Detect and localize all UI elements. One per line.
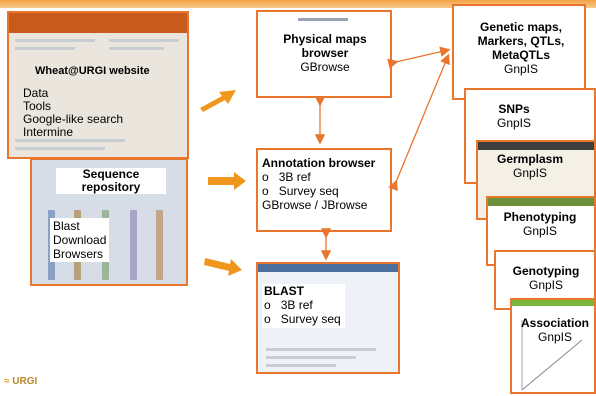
genetic-title-3: MetaQTLs (491, 48, 550, 62)
arrow-physical-genetic (387, 46, 451, 69)
annotation-footer: GBrowse / JBrowse (262, 198, 368, 212)
germplasm-title: Germplasm (496, 152, 564, 166)
wheat-item-intermine: Intermine (23, 125, 74, 139)
physical-maps-title-2: browser (301, 46, 349, 60)
arrow-to-blast (204, 258, 242, 276)
genotyping-title: Genotyping (512, 264, 580, 278)
header-bar (0, 0, 596, 8)
annotation-item-survey: Survey seq (278, 184, 339, 198)
annotation-title: Annotation browser (262, 156, 376, 170)
blast-item-survey: Survey seq (280, 312, 341, 326)
wheat-item-data: Data (23, 86, 49, 100)
blast-box: BLAST o 3B ref o Survey seq (256, 262, 400, 374)
wheat-item-tools: Tools (23, 99, 52, 113)
germplasm-subtitle: GnpIS (512, 166, 548, 180)
blast-screenshot (258, 264, 398, 372)
association-title: Association (520, 316, 589, 330)
wheat-item-search: Google-like search (23, 112, 124, 126)
physical-maps-screenshot (258, 12, 390, 96)
seq-item-download: Download (53, 233, 107, 247)
genetic-subtitle: GnpIS (503, 62, 539, 76)
logo-text: URGI (12, 376, 38, 387)
physical-maps-subtitle: GBrowse (300, 60, 350, 74)
association-box: Association GnpIS (510, 298, 596, 394)
wheat-urgi-title: Wheat@URGI website (35, 65, 150, 77)
genetic-title-2: Markers, QTLs, (477, 34, 565, 48)
urgi-logo: ≈ URGI (4, 376, 37, 392)
annotation-item-3b: 3B ref (278, 170, 311, 184)
sequence-repository-box: Sequence repository Blast Download Brows… (30, 158, 188, 286)
logo-mark-icon: ≈ (4, 376, 10, 387)
arrow-annotation-genetic (388, 53, 450, 192)
phenotyping-title: Phenotyping (503, 210, 577, 224)
physical-maps-title-1: Physical maps (283, 32, 367, 46)
arrow-to-physical (200, 90, 236, 112)
blast-title: BLAST (264, 284, 304, 298)
sequence-title: Sequence repository (81, 167, 141, 194)
genotyping-subtitle: GnpIS (528, 278, 564, 292)
association-plot (521, 320, 583, 391)
seq-item-blast: Blast (53, 219, 80, 233)
seq-item-browsers: Browsers (53, 247, 104, 261)
wheat-urgi-box: Wheat@URGI website Data Tools Google-lik… (7, 11, 189, 159)
blast-item-3b: 3B ref (280, 298, 313, 312)
genetic-maps-box: Genetic maps, Markers, QTLs, MetaQTLs Gn… (452, 4, 586, 100)
snps-subtitle: GnpIS (496, 116, 532, 130)
website-screenshot (9, 13, 187, 157)
arrow-to-annotation (208, 172, 246, 190)
phenotyping-subtitle: GnpIS (522, 224, 558, 238)
association-subtitle: GnpIS (537, 330, 573, 344)
genetic-title-1: Genetic maps, (479, 20, 563, 34)
snps-title: SNPs (498, 102, 530, 116)
